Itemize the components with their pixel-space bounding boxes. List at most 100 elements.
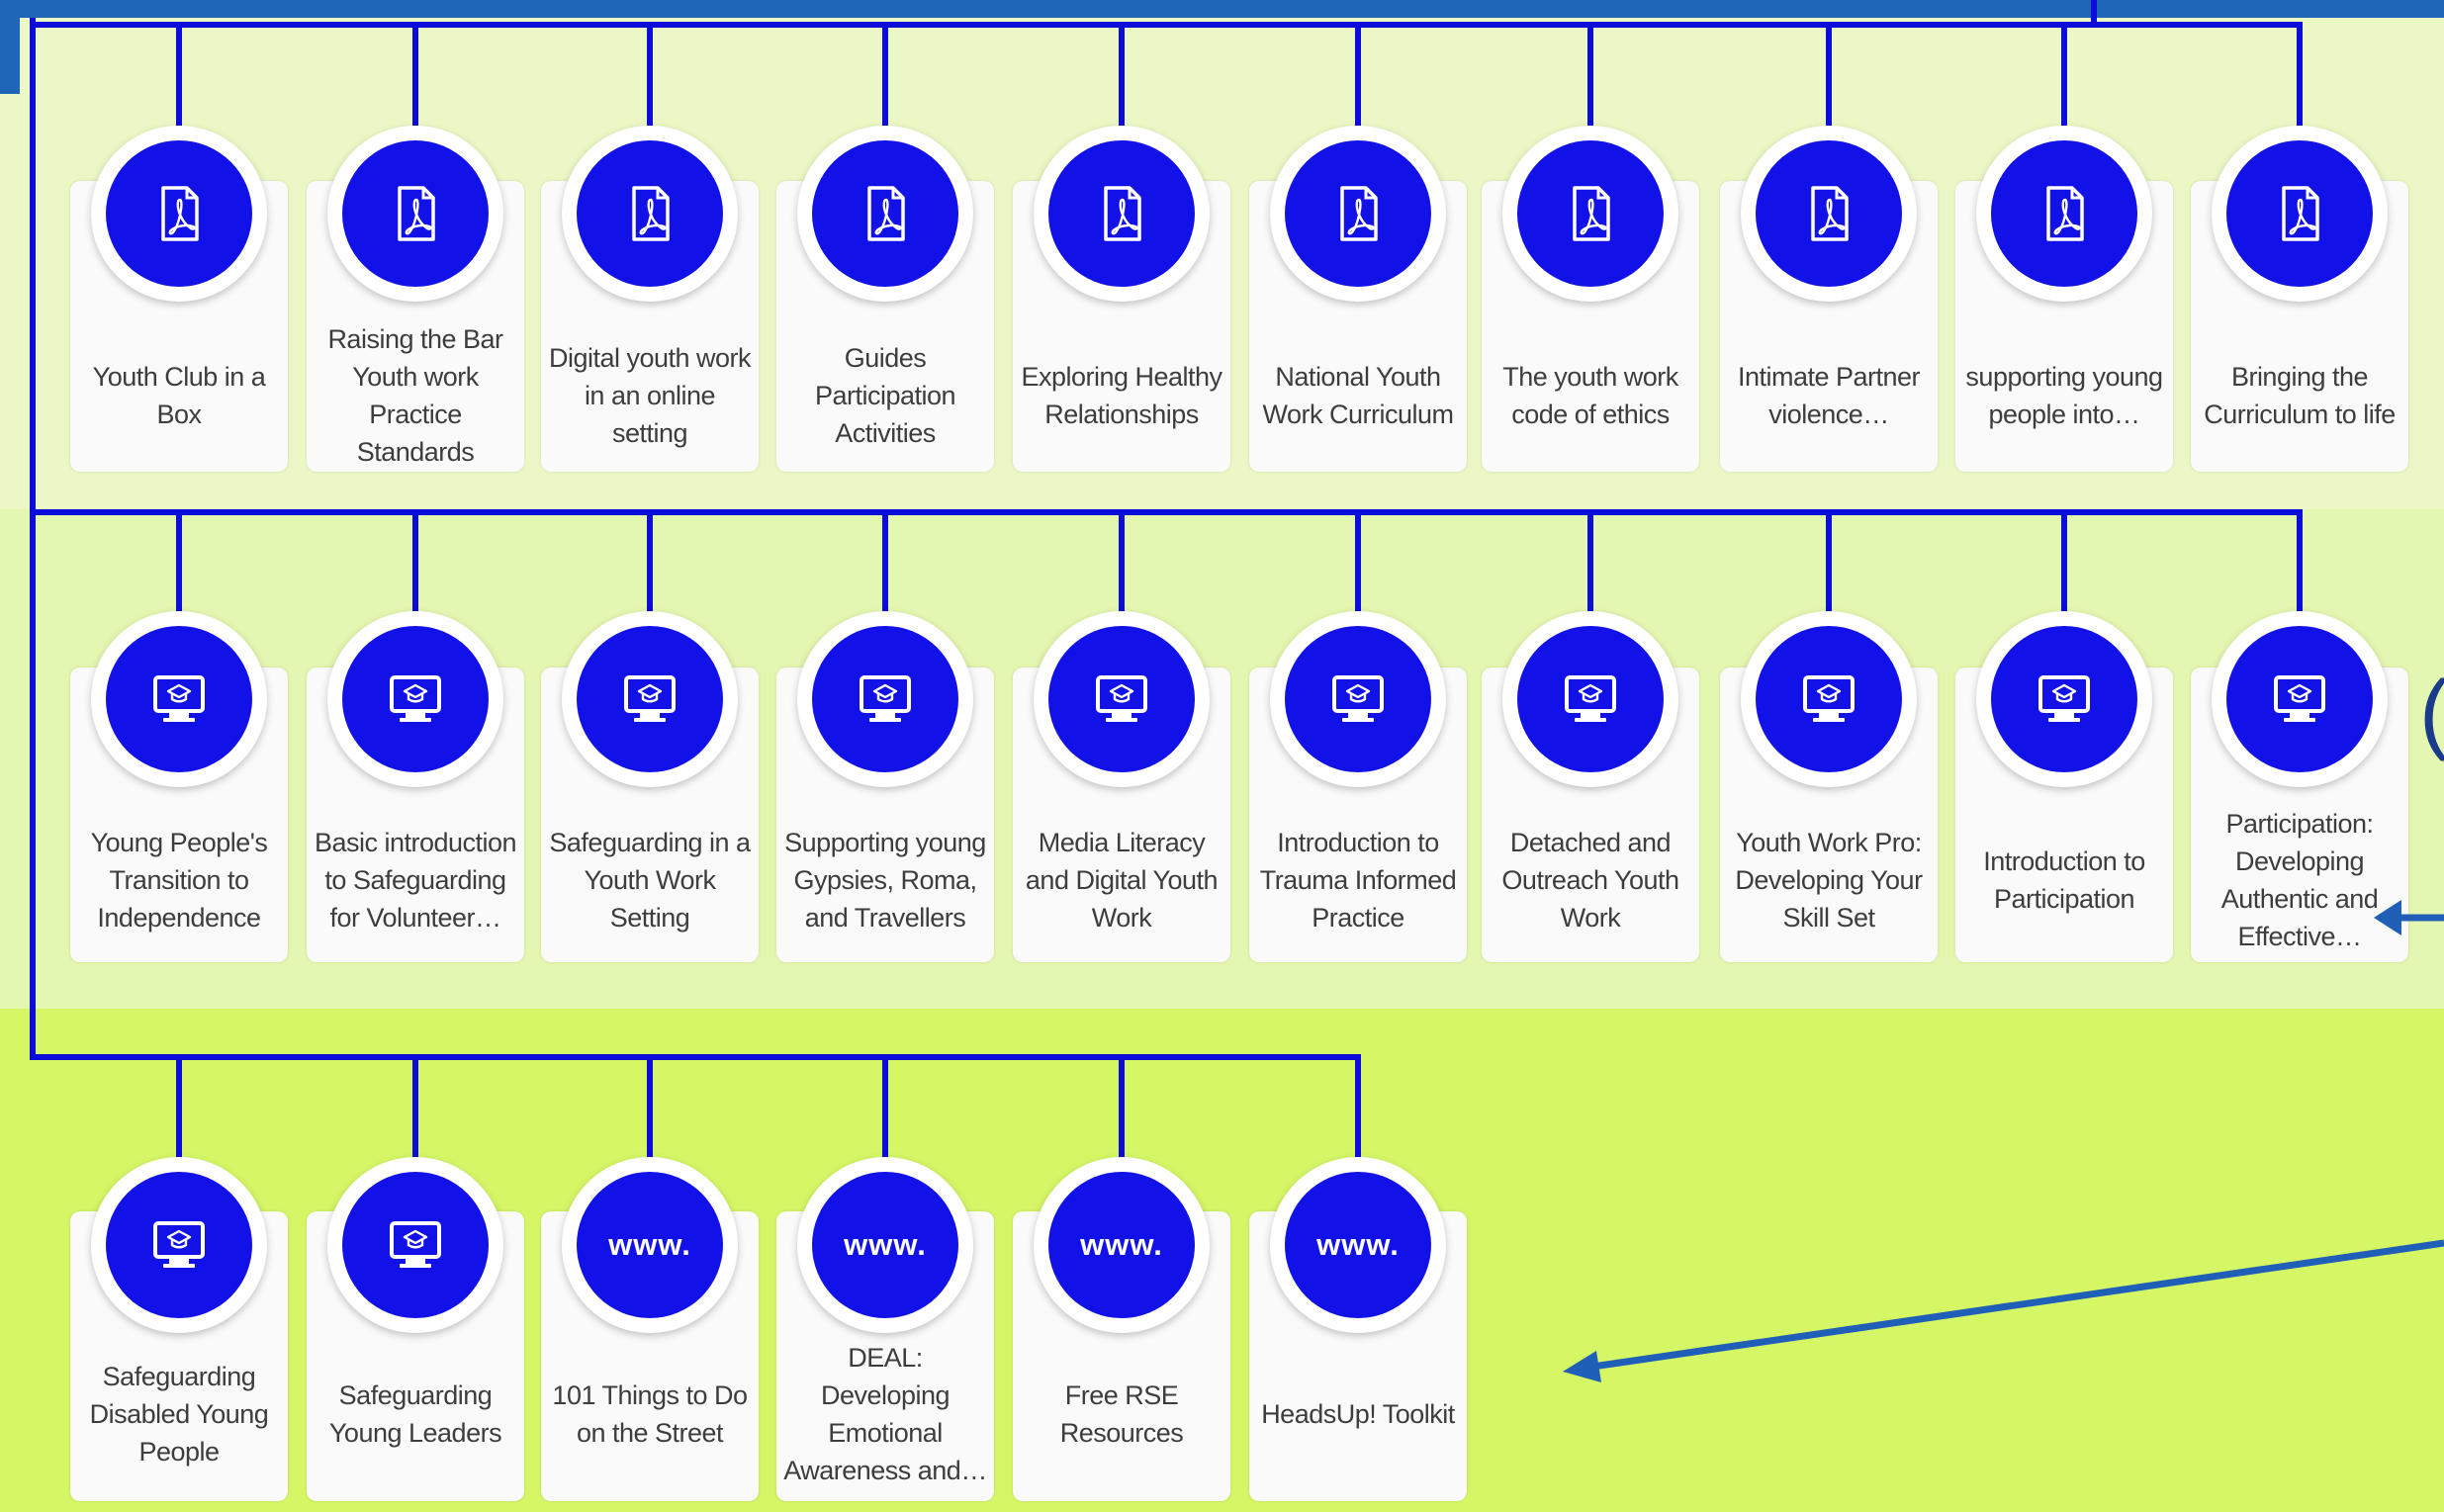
resource-label-text: Introduction to Trauma Informed Practice: [1259, 828, 1457, 933]
elearning-monitor-icon-glyph: [624, 675, 676, 722]
web-link-text: www.: [608, 1227, 691, 1262]
pdf-icon-glyph: [867, 186, 905, 241]
resource-label-text: DEAL: Developing Emotional Awareness and…: [783, 1343, 987, 1485]
row-1-drop-4: [882, 22, 888, 129]
row-3-drop-5: [1119, 1054, 1125, 1159]
resource-label-text: Raising the Bar Youth work Practice Stan…: [327, 324, 503, 467]
resource-label: Intimate Partner violence…: [1720, 321, 1938, 470]
elearning-monitor-icon[interactable]: [2226, 626, 2373, 772]
elearning-monitor-icon-glyph: [860, 675, 911, 722]
elearning-monitor-icon[interactable]: [106, 626, 252, 772]
web-link-icon[interactable]: www.: [1285, 1172, 1431, 1318]
pdf-icon[interactable]: [1285, 140, 1431, 287]
resource-label-text: supporting young people into…: [1965, 362, 2163, 429]
resource-label-text: Basic introduction to Safeguarding for V…: [314, 828, 517, 933]
resource-icon-halo: [1270, 126, 1446, 302]
pdf-icon[interactable]: [812, 140, 958, 287]
resource-label-text: Media Literacy and Digital Youth Work: [1025, 828, 1219, 933]
web-link-icon[interactable]: www.: [1048, 1172, 1195, 1318]
resource-label-text: Guides Participation Activities: [814, 343, 956, 448]
resource-label: Guides Participation Activities: [776, 321, 994, 470]
resource-label-text: Youth Club in a Box: [92, 362, 266, 429]
resource-label: 101 Things to Do on the Street: [541, 1340, 759, 1488]
row-2-drop-8: [1826, 509, 1832, 613]
pdf-icon[interactable]: [1517, 140, 1664, 287]
resource-label: Media Literacy and Digital Youth Work: [1013, 806, 1230, 954]
resource-label-text: Introduction to Participation: [1983, 846, 2145, 914]
resource-icon-halo: [1741, 126, 1917, 302]
resource-label-text: Bringing the Curriculum to life: [2204, 362, 2396, 429]
resource-icon-halo: [91, 611, 267, 787]
elearning-monitor-icon[interactable]: [1285, 626, 1431, 772]
elearning-monitor-icon[interactable]: [812, 626, 958, 772]
elearning-monitor-icon[interactable]: [106, 1172, 252, 1318]
pdf-icon-glyph: [1340, 186, 1378, 241]
elearning-monitor-icon-glyph: [153, 675, 205, 722]
pdf-icon-glyph: [2282, 186, 2319, 241]
resource-label: National Youth Work Curriculum: [1249, 321, 1467, 470]
pdf-icon[interactable]: [2226, 140, 2373, 287]
pdf-icon-glyph: [2046, 186, 2084, 241]
arrow-head-row-2: [2374, 900, 2401, 935]
resource-label-text: Supporting young Gypsies, Roma, and Trav…: [784, 828, 986, 933]
resource-icon-halo: www.: [1034, 1157, 1210, 1333]
top-border-bar: [0, 0, 2444, 18]
row-1-drop-1: [176, 22, 182, 129]
row-1-drop-5: [1119, 22, 1125, 129]
resource-label-text: Participation: Developing Authentic and …: [2220, 809, 2379, 951]
row-1-drop-2: [412, 22, 418, 129]
resource-label-text: Digital youth work in an online setting: [548, 343, 752, 448]
elearning-monitor-icon[interactable]: [577, 626, 723, 772]
resource-label-text: 101 Things to Do on the Street: [552, 1380, 748, 1448]
resource-label: Safeguarding Young Leaders: [307, 1340, 524, 1488]
row-2-drop-9: [2061, 509, 2067, 613]
pdf-icon-glyph: [1811, 186, 1849, 241]
row-3-drop-2: [412, 1054, 418, 1159]
resource-label: HeadsUp! Toolkit: [1249, 1340, 1467, 1488]
elearning-monitor-icon[interactable]: [1756, 626, 1902, 772]
resource-label: Youth Work Pro: Developing Your Skill Se…: [1720, 806, 1938, 954]
row-3-bus: [30, 1054, 1361, 1060]
resource-label-text: Youth Work Pro: Developing Your Skill Se…: [1735, 828, 1923, 933]
pdf-icon[interactable]: [1991, 140, 2137, 287]
resource-label-text: Safeguarding in a Youth Work Setting: [549, 828, 751, 933]
elearning-monitor-icon[interactable]: [1048, 626, 1195, 772]
web-link-icon[interactable]: www.: [577, 1172, 723, 1318]
pdf-icon[interactable]: [1048, 140, 1195, 287]
elearning-monitor-icon-glyph: [390, 675, 441, 722]
resource-label-text: HeadsUp! Toolkit: [1261, 1399, 1455, 1429]
row-1-bus: [30, 22, 2303, 28]
resource-label-text: The youth work code of ethics: [1502, 362, 1678, 429]
elearning-monitor-icon[interactable]: [1517, 626, 1664, 772]
row-2-drop-4: [882, 509, 888, 613]
row-2-drop-7: [1587, 509, 1593, 613]
web-link-icon[interactable]: www.: [812, 1172, 958, 1318]
elearning-monitor-icon-glyph: [1332, 675, 1384, 722]
row-1-drop-3: [647, 22, 653, 129]
elearning-monitor-icon-glyph: [1803, 675, 1855, 722]
resource-label-text: Detached and Outreach Youth Work: [1501, 828, 1679, 933]
resource-label-text: Safeguarding Young Leaders: [328, 1380, 502, 1448]
resource-icon-halo: [327, 611, 503, 787]
elearning-monitor-icon[interactable]: [1991, 626, 2137, 772]
resource-label: Exploring Healthy Relationships: [1013, 321, 1230, 470]
pdf-icon[interactable]: [577, 140, 723, 287]
pdf-icon[interactable]: [1756, 140, 1902, 287]
resource-icon-halo: [327, 126, 503, 302]
resource-label: Youth Club in a Box: [70, 321, 288, 470]
resource-icon-halo: [1034, 126, 1210, 302]
resource-label: DEAL: Developing Emotional Awareness and…: [776, 1340, 994, 1488]
resource-icon-halo: www.: [1270, 1157, 1446, 1333]
resource-icon-halo: [797, 611, 973, 787]
elearning-monitor-icon[interactable]: [342, 626, 489, 772]
elearning-monitor-icon[interactable]: [342, 1172, 489, 1318]
resource-label-text: Free RSE Resources: [1059, 1380, 1184, 1448]
resource-label: Supporting young Gypsies, Roma, and Trav…: [776, 806, 994, 954]
resource-icon-halo: www.: [797, 1157, 973, 1333]
pdf-icon[interactable]: [106, 140, 252, 287]
pdf-icon[interactable]: [342, 140, 489, 287]
resource-label-text: Safeguarding Disabled Young People: [89, 1362, 269, 1467]
elearning-monitor-icon-glyph: [390, 1221, 441, 1268]
tree-trunk: [30, 18, 36, 1060]
row-3-drop-3: [647, 1054, 653, 1159]
